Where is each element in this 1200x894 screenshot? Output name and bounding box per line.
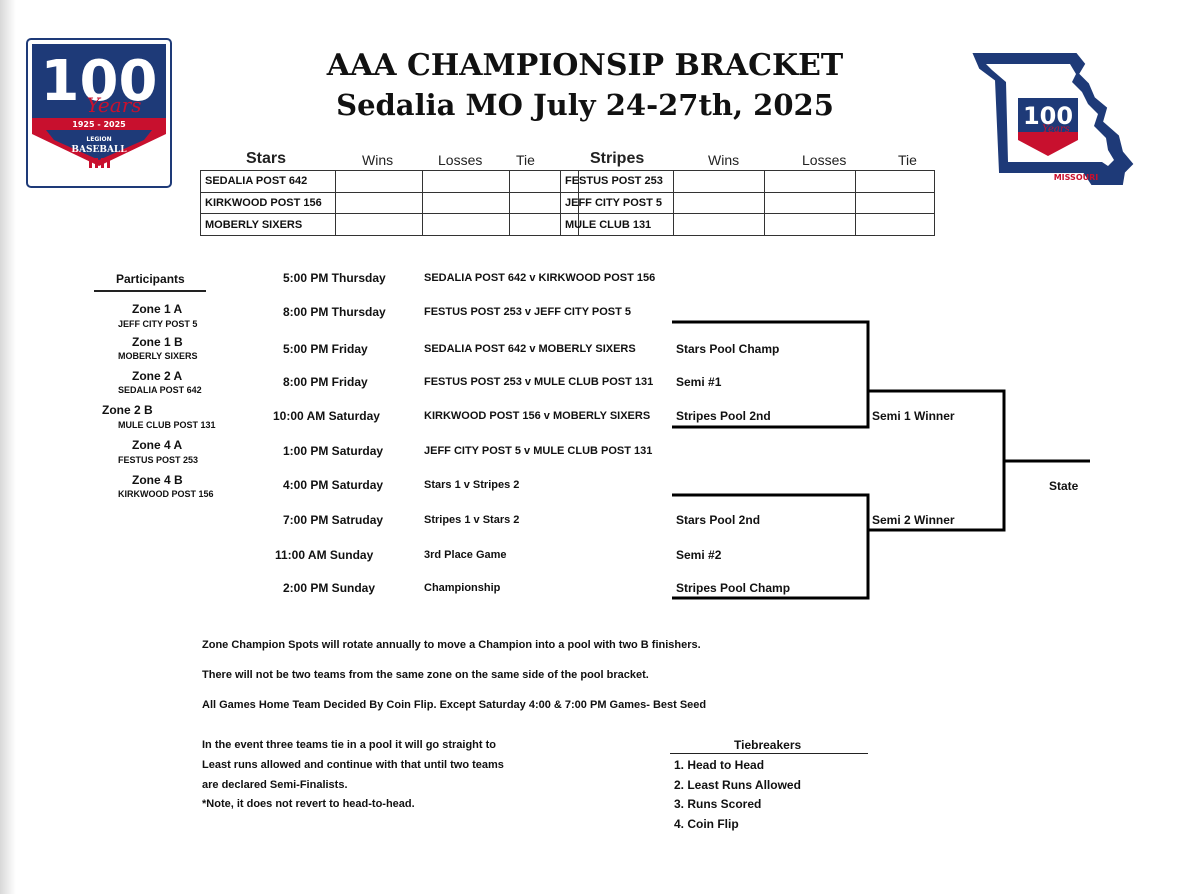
tie-note-line: are declared Semi-Finalists.: [202, 779, 348, 791]
missouri-100-years-logo: 100 Years MISSOURI: [972, 52, 1134, 186]
game-time: 2:00 PM Sunday: [283, 581, 376, 595]
zone-team: MOBERLY SIXERS: [118, 351, 198, 361]
tiebreakers-title: Tiebreakers: [734, 738, 802, 752]
game-matchup: Stars 1 v Stripes 2: [424, 479, 520, 491]
tie-note-line: In the event three teams tie in a pool i…: [202, 739, 496, 751]
zone-team: FESTUS POST 253: [118, 455, 199, 465]
bracket-semi2: Semi #2: [676, 548, 722, 562]
game-time: 1:00 PM Saturday: [283, 444, 384, 458]
bracket-semi2-winner: Semi 2 Winner: [872, 513, 955, 527]
svg-text:Years: Years: [1042, 124, 1070, 135]
game-matchup: FESTUS POST 253 v MULE CLUB POST 131: [424, 376, 654, 388]
game-time: 5:00 PM Thursday: [283, 271, 386, 285]
zone-label: Zone 4 B: [132, 473, 183, 487]
bracket-semi1: Semi #1: [676, 375, 722, 389]
tiebreaker-item: 2. Least Runs Allowed: [674, 778, 801, 792]
svg-text:BASEBALL: BASEBALL: [71, 145, 127, 155]
stripes-wins-header: Wins: [708, 152, 740, 168]
stars-header: Stars: [246, 150, 287, 167]
table-row: MULE CLUB 131: [560, 213, 935, 236]
bracket-state: State: [1049, 479, 1079, 493]
game-matchup: SEDALIA POST 642 v MOBERLY SIXERS: [424, 343, 636, 355]
bracket-stripes-pool-champ: Stripes Pool Champ: [676, 581, 791, 595]
stars-losses-header: Losses: [438, 152, 483, 168]
tie-cell: [855, 213, 935, 236]
game-time: 8:00 PM Friday: [283, 375, 368, 389]
page-shadow: [0, 0, 16, 894]
game-matchup: FESTUS POST 253 v JEFF CITY POST 5: [424, 306, 632, 318]
zone-team: MULE CLUB POST 131: [118, 420, 216, 430]
stars-tie-header: Tie: [516, 152, 535, 168]
tiebreakers-underline: [670, 753, 868, 754]
participants-underline: [94, 290, 206, 292]
note-line: All Games Home Team Decided By Coin Flip…: [202, 699, 707, 711]
bracket-subtitle: Sedalia MO July 24-27th, 2025: [336, 88, 834, 122]
zone-label: Zone 2 A: [132, 369, 183, 383]
tiebreaker-item: 1. Head to Head: [674, 758, 765, 772]
note-line: There will not be two teams from the sam…: [202, 669, 649, 681]
tie-note-line: *Note, it does not revert to head-to-hea…: [202, 798, 415, 810]
stars-team: MOBERLY SIXERS: [200, 213, 336, 236]
game-time: 5:00 PM Friday: [283, 342, 368, 356]
stripes-standings-table: FESTUS POST 253 JEFF CITY POST 5 MULE CL…: [560, 170, 935, 236]
zone-team: KIRKWOOD POST 156: [118, 489, 214, 499]
game-time: 11:00 AM Sunday: [275, 548, 374, 562]
participants-title: Participants: [116, 272, 185, 286]
zone-label: Zone 4 A: [132, 438, 183, 452]
game-matchup: KIRKWOOD POST 156 v MOBERLY SIXERS: [424, 410, 651, 422]
bracket-title: AAA CHAMPIONSIP BRACKET: [326, 48, 844, 83]
game-matchup: JEFF CITY POST 5 v MULE CLUB POST 131: [424, 445, 653, 457]
table-row: JEFF CITY POST 5: [560, 191, 935, 215]
zone-team: JEFF CITY POST 5: [118, 319, 198, 329]
svg-text:100: 100: [1023, 102, 1073, 130]
stripes-tie-header: Tie: [898, 152, 917, 168]
stripes-header: Stripes: [590, 150, 645, 167]
svg-text:LEGION: LEGION: [86, 136, 111, 143]
bracket-semi1-winner: Semi 1 Winner: [872, 409, 955, 423]
bracket-stars-pool-2nd: Stars Pool 2nd: [676, 513, 761, 527]
stars-standings-table: SEDALIA POST 642 KIRKWOOD POST 156 MOBER…: [200, 170, 579, 236]
game-time: 7:00 PM Satruday: [283, 513, 384, 527]
tie-note-line: Least runs allowed and continue with tha…: [202, 759, 504, 771]
zone-label: Zone 1 A: [132, 302, 183, 316]
tiebreaker-item: 4. Coin Flip: [674, 817, 739, 831]
game-time: 4:00 PM Saturday: [283, 478, 384, 492]
game-matchup: Championship: [424, 582, 501, 594]
stars-wins-header: Wins: [362, 152, 394, 168]
tiebreaker-item: 3. Runs Scored: [674, 797, 762, 811]
zone-label: Zone 1 B: [132, 335, 183, 349]
svg-text:MISSOURI: MISSOURI: [1054, 173, 1099, 182]
game-matchup: Stripes 1 v Stars 2: [424, 514, 520, 526]
bracket-stripes-pool-2nd: Stripes Pool 2nd: [676, 409, 771, 423]
game-matchup: SEDALIA POST 642 v KIRKWOOD POST 156: [424, 272, 656, 284]
logo-number: 100: [41, 49, 158, 114]
zone-team: SEDALIA POST 642: [118, 385, 202, 395]
zone-label: Zone 2 B: [102, 403, 153, 417]
table-row: FESTUS POST 253: [560, 170, 935, 193]
bracket-stars-pool-champ: Stars Pool Champ: [676, 342, 780, 356]
stripes-team: MULE CLUB 131: [560, 213, 674, 236]
note-line: Zone Champion Spots will rotate annually…: [202, 639, 701, 651]
svg-text:1925 - 2025: 1925 - 2025: [72, 120, 126, 129]
game-time: 8:00 PM Thursday: [283, 305, 386, 319]
stripes-losses-header: Losses: [802, 152, 847, 168]
legion-100-years-logo: 100 Years 1925 - 2025 LEGION BASEBALL: [26, 38, 172, 188]
game-time: 10:00 AM Saturday: [273, 409, 380, 423]
game-matchup: 3rd Place Game: [424, 549, 507, 561]
svg-text:Years: Years: [86, 93, 141, 117]
table-row: KIRKWOOD POST 156: [200, 191, 579, 215]
